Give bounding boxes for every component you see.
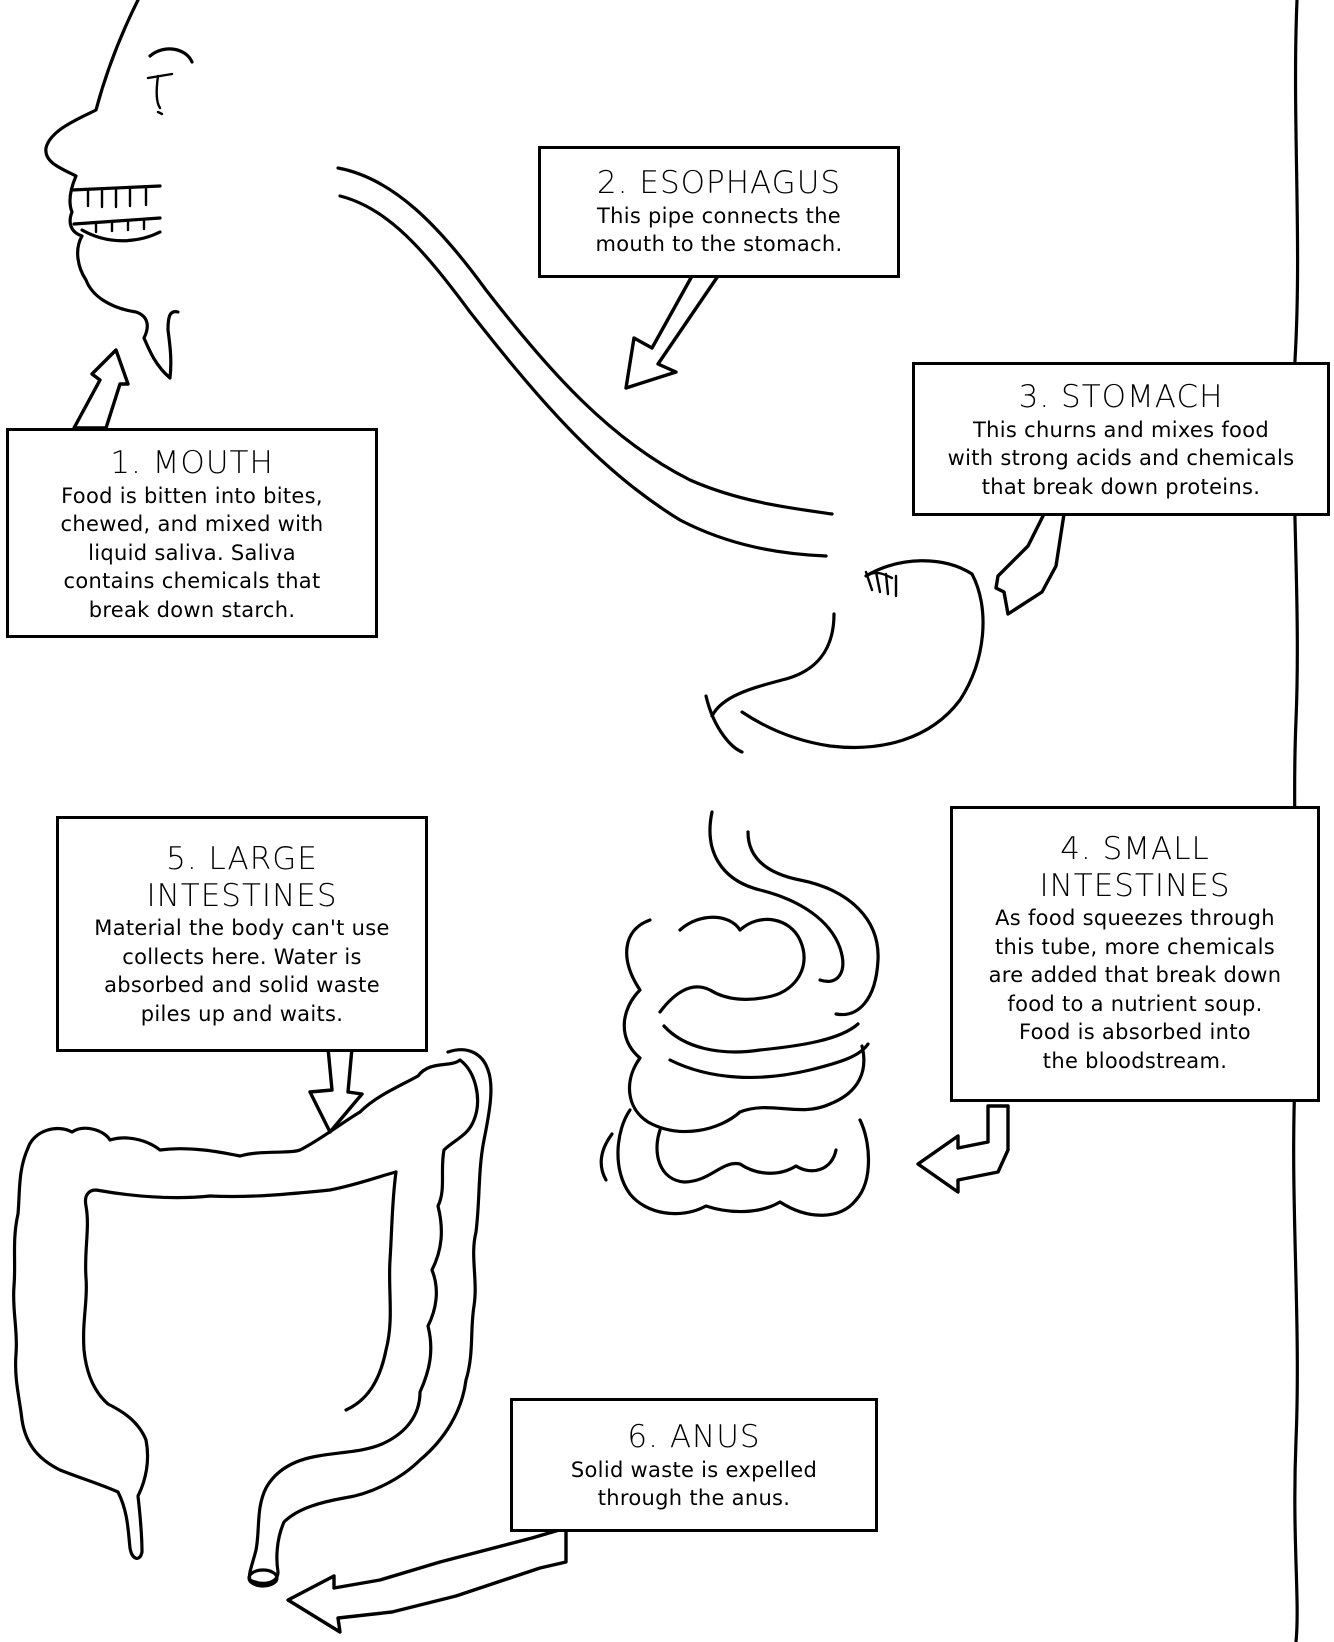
arrow-to-mouth bbox=[74, 350, 128, 428]
face-drawing bbox=[46, 0, 192, 378]
arrow-to-stomach bbox=[996, 514, 1064, 614]
step-box-large-intestines: 5. LARGE INTESTINES Material the body ca… bbox=[56, 816, 428, 1052]
step-desc-stomach: This churns and mixes food with strong a… bbox=[915, 416, 1327, 502]
step-desc-anus: Solid waste is expelled through the anus… bbox=[513, 1456, 875, 1513]
small-intestines-drawing bbox=[601, 812, 878, 1215]
step-title-large-intestines: 5. LARGE INTESTINES bbox=[59, 841, 425, 914]
step-title-mouth: 1. MOUTH bbox=[9, 445, 375, 482]
arrow-to-large-intestines bbox=[310, 1048, 362, 1132]
step-title-esophagus: 2. ESOPHAGUS bbox=[541, 165, 897, 202]
arrow-to-small-intestines bbox=[918, 1106, 1008, 1192]
arrow-to-anus bbox=[288, 1528, 566, 1632]
step-desc-esophagus: This pipe connects the mouth to the stom… bbox=[541, 202, 897, 259]
step-box-anus: 6. ANUS Solid waste is expelled through … bbox=[510, 1398, 878, 1532]
step-desc-small-intestines: As food squeezes through this tube, more… bbox=[953, 904, 1317, 1075]
step-box-esophagus: 2. ESOPHAGUS This pipe connects the mout… bbox=[538, 146, 900, 278]
step-title-stomach: 3. STOMACH bbox=[915, 379, 1327, 416]
step-box-stomach: 3. STOMACH This churns and mixes food wi… bbox=[912, 362, 1330, 516]
step-desc-large-intestines: Material the body can't use collects her… bbox=[59, 914, 425, 1028]
step-title-anus: 6. ANUS bbox=[513, 1419, 875, 1456]
step-desc-mouth: Food is bitten into bites, chewed, and m… bbox=[9, 482, 375, 625]
step-box-small-intestines: 4. SMALL INTESTINES As food squeezes thr… bbox=[950, 806, 1320, 1102]
step-box-mouth: 1. MOUTH Food is bitten into bites, chew… bbox=[6, 428, 378, 638]
stomach-drawing bbox=[706, 561, 983, 752]
large-intestines-drawing bbox=[14, 1050, 491, 1586]
step-title-small-intestines: 4. SMALL INTESTINES bbox=[953, 831, 1317, 904]
arrow-to-esophagus bbox=[626, 276, 718, 388]
